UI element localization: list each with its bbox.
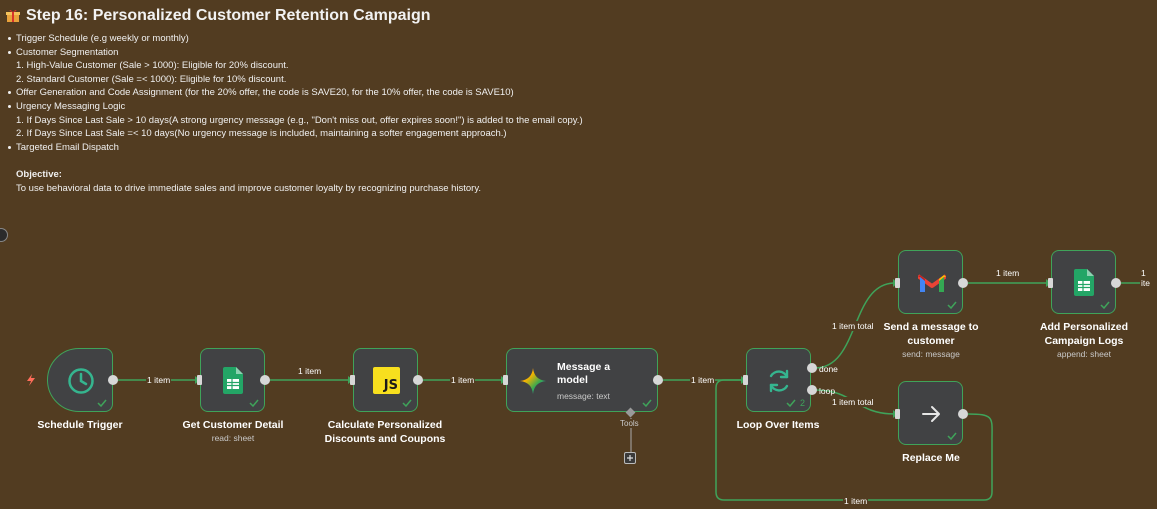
edge-label-4: 1 item xyxy=(690,375,716,385)
label-loop-output: loop xyxy=(819,386,836,396)
port-out-loop[interactable] xyxy=(807,385,817,395)
bullet-urgency: Urgency Messaging Logic xyxy=(7,100,907,114)
port-out-calculate[interactable] xyxy=(413,375,423,385)
port-out-replace-me[interactable] xyxy=(958,409,968,419)
refresh-loop-icon xyxy=(769,369,789,393)
segmentation-sub-1: 1. High-Value Customer (Sale > 1000): El… xyxy=(16,60,289,72)
edge-label-5: 1 item total xyxy=(831,321,875,331)
node-add-campaign-logs[interactable] xyxy=(1051,250,1116,314)
gemini-sparkle-icon xyxy=(520,368,546,394)
bullet-segmentation: Customer Segmentation xyxy=(7,46,907,60)
port-out-add-logs[interactable] xyxy=(1111,278,1121,288)
port-out-message-model[interactable] xyxy=(653,375,663,385)
trigger-bolt-icon xyxy=(27,374,35,386)
google-sheets-icon xyxy=(223,367,243,394)
port-out-send-message[interactable] xyxy=(958,278,968,288)
google-sheets-icon xyxy=(1074,269,1094,296)
label-schedule-trigger: Schedule Trigger xyxy=(37,419,123,431)
edge-label-7: 1 item xyxy=(995,268,1021,278)
bullet-dispatch: Targeted Email Dispatch xyxy=(7,141,907,155)
urgency-sub-2: 2. If Days Since Last Sale =< 10 days(No… xyxy=(16,128,507,140)
label-add-logs-sub: append: sheet xyxy=(1057,349,1111,359)
bullet-offer: Offer Generation and Code Assignment (fo… xyxy=(7,86,907,100)
success-check-icon xyxy=(947,432,957,441)
edge-label-9: 1 item xyxy=(843,496,869,506)
label-done-output: done xyxy=(819,364,838,374)
javascript-icon-text: JS xyxy=(383,378,398,393)
label-send-message-title: Send a message to customer xyxy=(883,321,979,347)
run-count-badge: 2 xyxy=(799,398,805,408)
port-in-message-model[interactable] xyxy=(503,375,508,385)
add-tool-button[interactable] xyxy=(624,452,636,464)
node-get-customer-detail[interactable] xyxy=(200,348,265,412)
port-out-schedule[interactable] xyxy=(108,375,118,385)
port-in-get-customer[interactable] xyxy=(197,375,202,385)
label-calculate-discounts: Calculate Personalized Discounts and Cou… xyxy=(324,419,446,445)
label-tools: Tools xyxy=(620,419,639,428)
label-get-customer-detail: Get Customer Detail read: sheet xyxy=(165,418,301,445)
gift-icon xyxy=(6,9,20,23)
sticky-notes: Trigger Schedule (e.g weekly or monthly)… xyxy=(7,32,907,196)
bullet-trigger: Trigger Schedule (e.g weekly or monthly) xyxy=(7,32,907,46)
gmail-icon xyxy=(918,274,946,292)
label-add-campaign-logs: Add Personalized Campaign Logs append: s… xyxy=(1024,320,1144,361)
label-replace-me: Replace Me xyxy=(902,452,960,464)
javascript-icon: JS xyxy=(373,367,400,394)
success-check-icon xyxy=(249,399,259,408)
sticky-title: Step 16: Personalized Customer Retention… xyxy=(6,7,431,25)
node-loop-over-items[interactable]: 2 xyxy=(746,348,811,412)
success-check-icon xyxy=(642,399,652,408)
port-in-send-message[interactable] xyxy=(895,278,900,288)
edge-replace-loop xyxy=(715,379,993,501)
node-schedule-trigger[interactable] xyxy=(47,348,113,412)
segmentation-sub-2: 2. Standard Customer (Sale =< 1000): Eli… xyxy=(16,73,287,85)
urgency-sub-1: 1. If Days Since Last Sale > 10 days(A s… xyxy=(16,114,583,126)
edge-label-6: 1 item total xyxy=(831,397,875,407)
edge-label-1: 1 item xyxy=(146,375,172,385)
label-loop-over-items: Loop Over Items xyxy=(736,419,820,431)
node-message-model[interactable]: Message a model message: text xyxy=(506,348,658,412)
label-send-message: Send a message to customer send: message xyxy=(865,320,997,361)
label-message-model-title: Message a model xyxy=(557,361,611,386)
edge-label-2: 1 item xyxy=(297,366,323,376)
label-add-logs-title: Add Personalized Campaign Logs xyxy=(1039,321,1129,347)
node-calculate-discounts[interactable]: JS xyxy=(353,348,418,412)
port-out-done[interactable] xyxy=(807,363,817,373)
edge-label-3: 1 item xyxy=(450,375,476,385)
node-send-message[interactable] xyxy=(898,250,963,314)
plus-icon xyxy=(627,455,633,461)
success-check-icon xyxy=(402,399,412,408)
label-send-message-sub: send: message xyxy=(902,349,960,359)
label-message-model-sub: message: text xyxy=(557,391,610,401)
success-check-icon xyxy=(97,399,107,408)
node-replace-me[interactable] xyxy=(898,381,963,445)
port-in-add-logs[interactable] xyxy=(1048,278,1053,288)
clock-icon xyxy=(68,368,94,394)
sticky-title-text: Step 16: Personalized Customer Retention… xyxy=(26,7,431,24)
port-in-calculate[interactable] xyxy=(350,375,355,385)
label-get-customer-title: Get Customer Detail xyxy=(182,419,284,431)
edge-label-8: 1 ite xyxy=(1140,268,1157,288)
objective-text: To use behavioral data to drive immediat… xyxy=(16,182,482,194)
success-check-icon xyxy=(786,399,796,408)
objective-label: Objective: xyxy=(16,169,62,181)
success-check-icon xyxy=(1100,301,1110,310)
port-in-loop[interactable] xyxy=(743,375,748,385)
port-in-replace-me[interactable] xyxy=(895,409,900,419)
port-out-get-customer[interactable] xyxy=(260,375,270,385)
label-get-customer-sub: read: sheet xyxy=(211,433,255,443)
arrow-right-icon xyxy=(922,406,940,422)
success-check-icon xyxy=(947,301,957,310)
